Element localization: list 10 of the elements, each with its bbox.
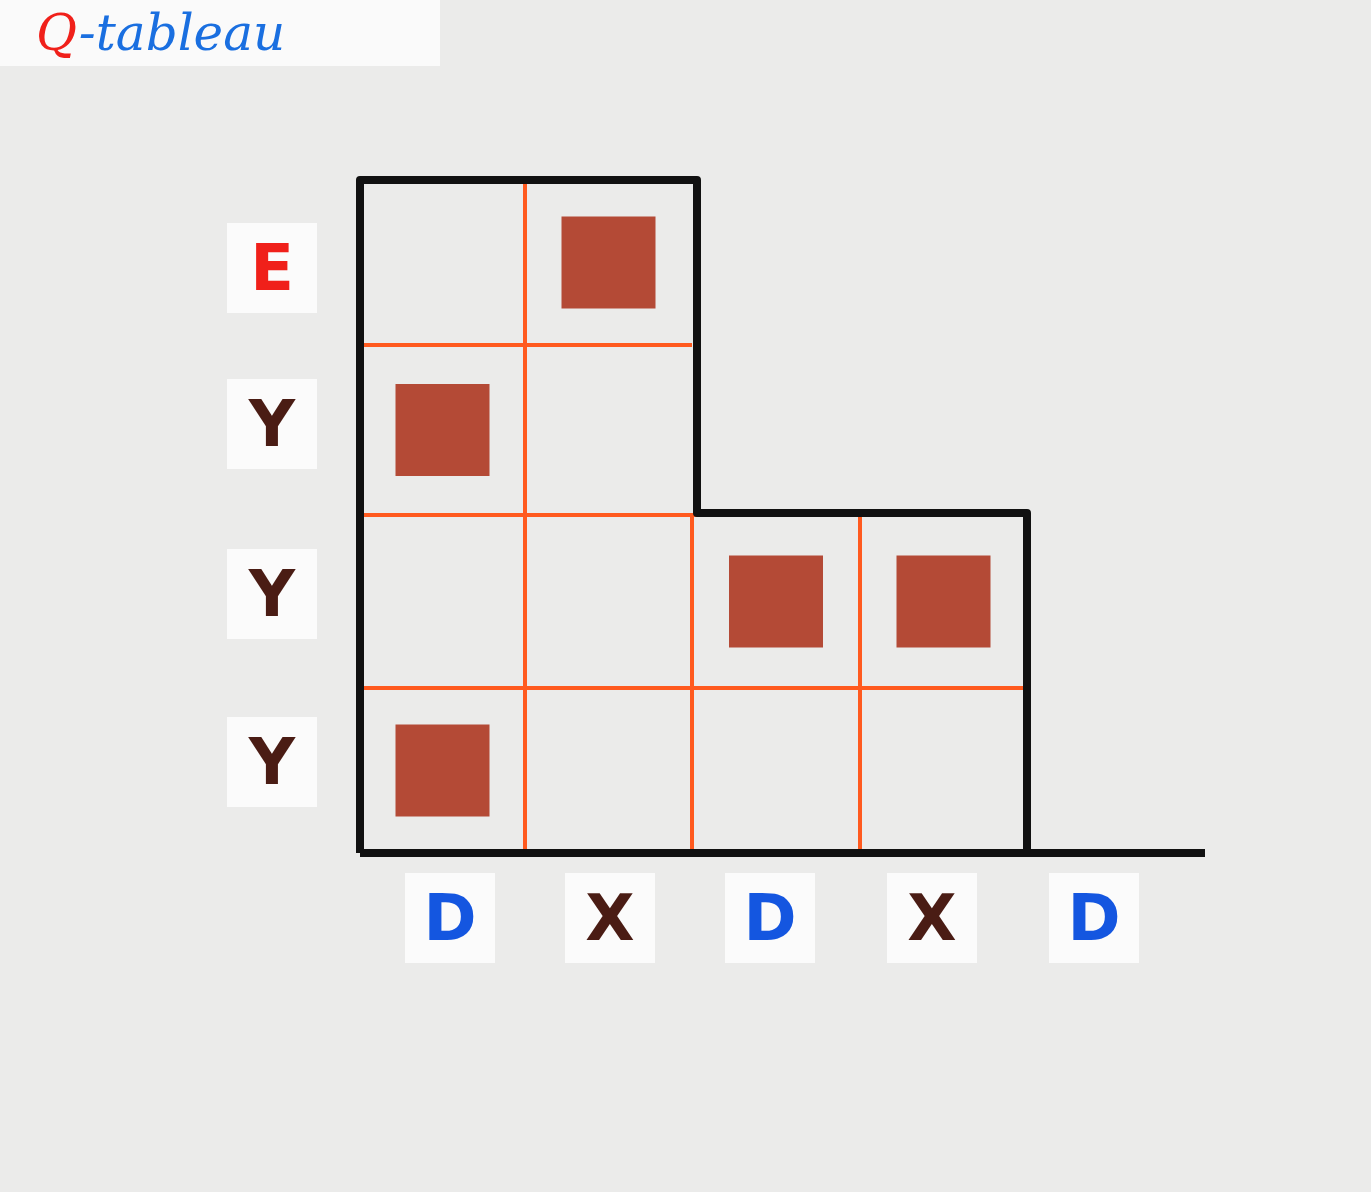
column-label: D [405,873,495,963]
row-label: Y [227,717,317,807]
column-label: X [565,873,655,963]
column-label: D [1049,873,1139,963]
row-label: Y [227,549,317,639]
row-label: E [227,223,317,313]
column-label: D [725,873,815,963]
row-label: Y [227,379,317,469]
column-label: X [887,873,977,963]
title: Q-tableau [0,0,440,66]
